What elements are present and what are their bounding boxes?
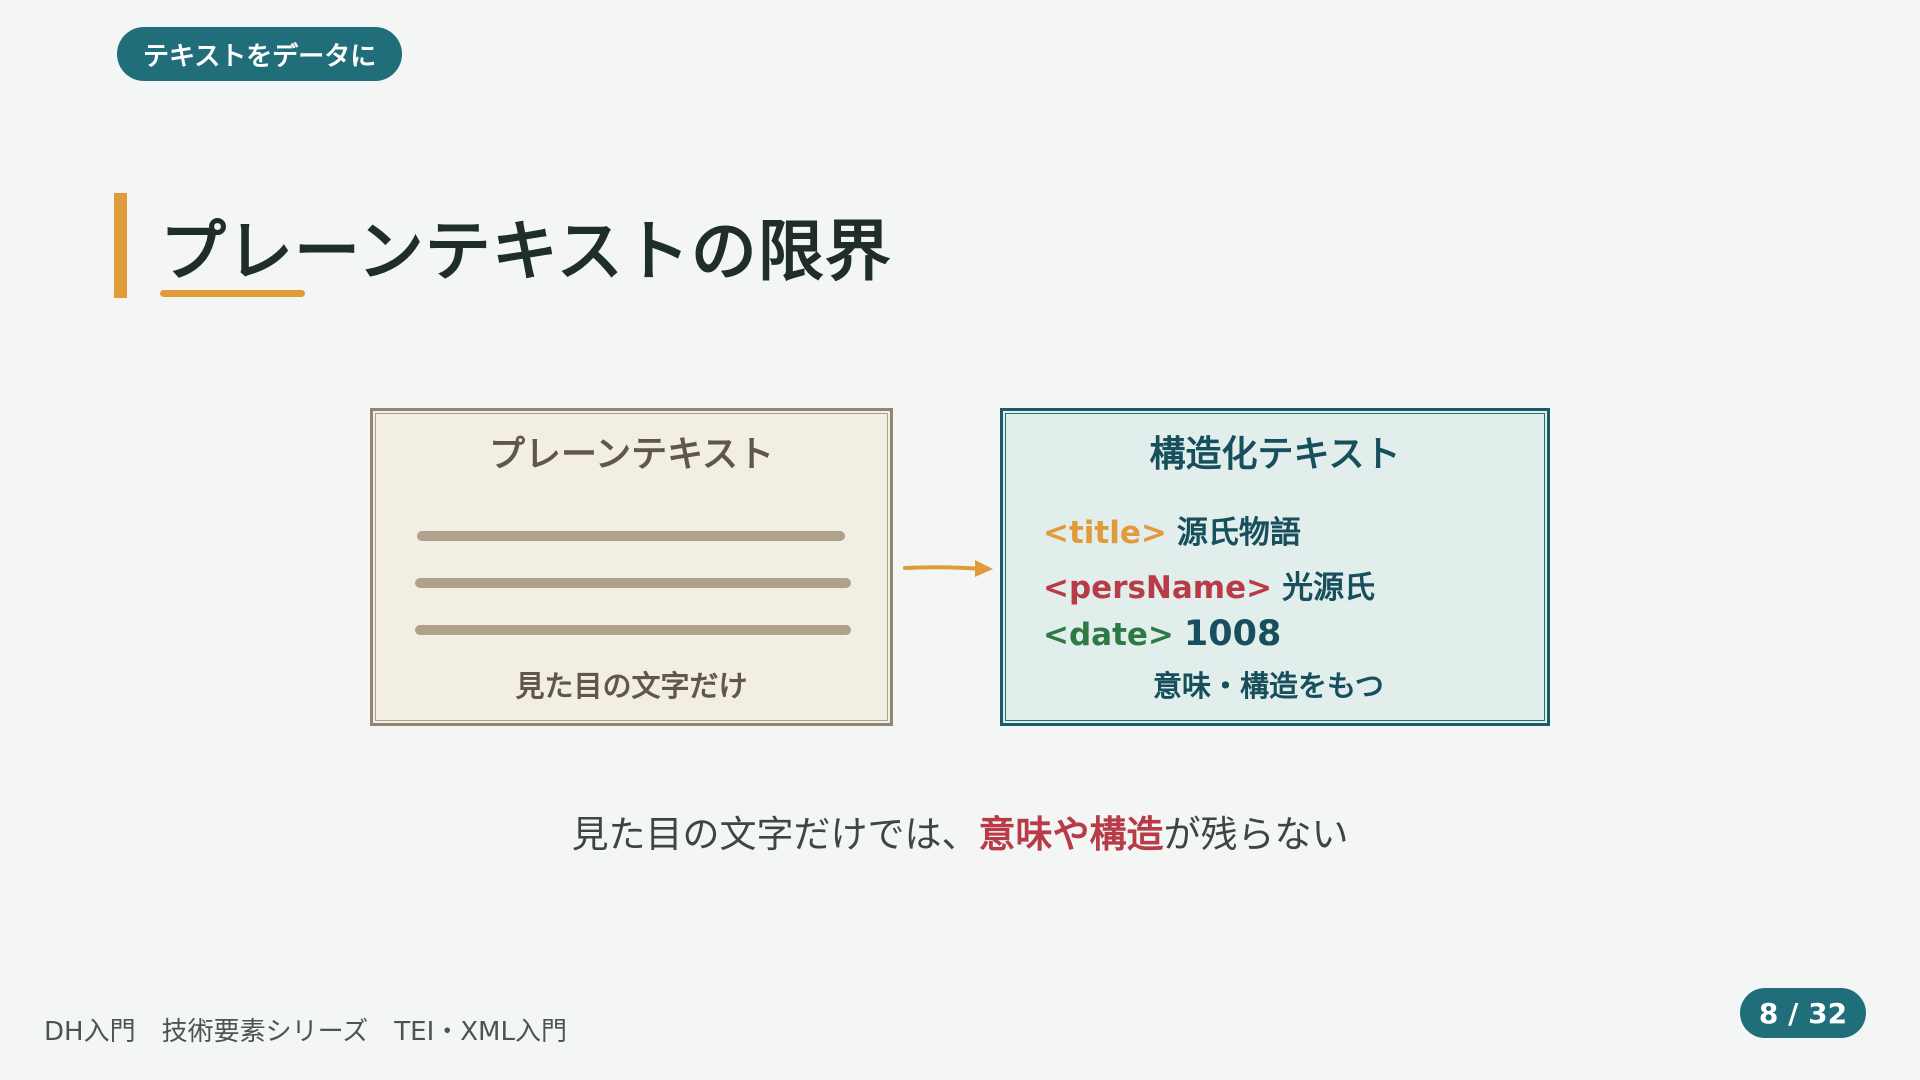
persname-value: 光源氏 bbox=[1282, 570, 1376, 606]
structured-text-caption: 意味・構造をもつ bbox=[1153, 669, 1384, 703]
plain-text-caption: 見た目の文字だけ bbox=[515, 669, 748, 703]
title-accent-bar bbox=[114, 193, 127, 298]
text-line-3 bbox=[415, 625, 851, 635]
summary-emphasis: 意味や構造 bbox=[978, 813, 1164, 856]
structured-text-heading: 構造化テキスト bbox=[1149, 434, 1401, 475]
summary-before: 見た目の文字だけでは、 bbox=[571, 813, 979, 856]
date-value: 1008 bbox=[1183, 614, 1282, 654]
section-badge: テキストをデータに bbox=[117, 27, 403, 81]
page-title: プレーンテキストの限界 bbox=[160, 213, 892, 290]
code-line-date: <date>1008 bbox=[1043, 614, 1281, 654]
text-line-1 bbox=[417, 531, 845, 541]
structured-text-box: 構造化テキスト <title>源氏物語 <persName>光源氏 <date>… bbox=[1000, 408, 1550, 726]
section-badge-label: テキストをデータに bbox=[143, 41, 377, 72]
footer-series-label: DH入門 技術要素シリーズ TEI・XML入門 bbox=[44, 1017, 567, 1047]
page-counter: 8 / 32 bbox=[1740, 988, 1866, 1038]
code-line-persname: <persName>光源氏 bbox=[1043, 562, 1375, 607]
plain-text-heading: プレーンテキスト bbox=[488, 434, 775, 475]
code-line-title: <title>源氏物語 bbox=[1043, 507, 1301, 552]
title-value: 源氏物語 bbox=[1176, 515, 1301, 551]
title-tag: <title> bbox=[1043, 515, 1167, 551]
summary-text: 見た目の文字だけでは、意味や構造が残らない bbox=[0, 804, 1920, 858]
plain-text-box: プレーンテキスト 見た目の文字だけ bbox=[370, 408, 893, 726]
date-tag: <date> bbox=[1043, 617, 1174, 653]
summary-after: が残らない bbox=[1163, 813, 1349, 856]
page-counter-label: 8 / 32 bbox=[1758, 996, 1848, 1030]
text-line-2 bbox=[415, 578, 851, 588]
persname-tag: <persName> bbox=[1043, 570, 1273, 606]
arrow-right-icon bbox=[903, 560, 993, 577]
title-underline bbox=[160, 290, 305, 297]
